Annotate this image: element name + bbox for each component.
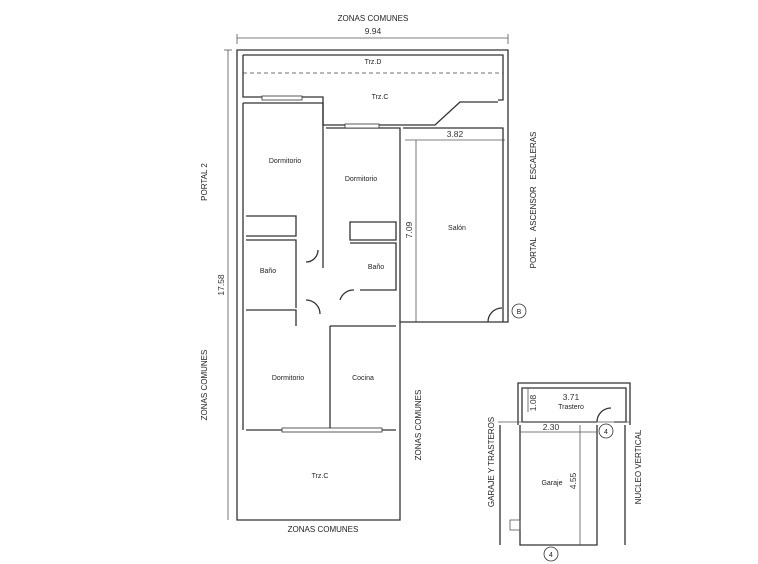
dimension-lines [224, 34, 509, 520]
marker-4-b: 4 [549, 552, 553, 559]
height-dimension: 17.58 [216, 274, 226, 296]
left-zone-label: ZONAS COMUNES [200, 350, 209, 421]
garage-plan [498, 382, 631, 546]
room-dormitorio-1: Dormitorio [269, 158, 301, 165]
trastero-depth: 1.08 [528, 394, 538, 411]
room-trz-c-top: Trz.C [372, 94, 389, 101]
room-cocina: Cocina [352, 375, 374, 382]
room-trz-d: Trz.D [365, 59, 382, 66]
room-bano-2: Baño [368, 264, 384, 271]
trastero-width: 3.71 [563, 392, 580, 402]
bottom-zone-label: ZONAS COMUNES [288, 525, 359, 534]
top-zone-label: ZONAS COMUNES [338, 14, 409, 23]
room-garaje: Garaje [541, 480, 562, 487]
garage-length: 4.55 [568, 472, 578, 489]
width-dimension: 9.94 [365, 26, 382, 36]
room-trz-c-bottom: Trz.C [312, 473, 329, 480]
portal-ascensor-label: PORTAL ASCENSOR ESCALERAS [529, 132, 538, 269]
room-trastero: Trastero [558, 404, 584, 411]
salon-width-dimension: 3.82 [447, 129, 464, 139]
marker-b-circle [511, 303, 527, 319]
room-dormitorio-3: Dormitorio [272, 375, 304, 382]
apartment-walls [236, 49, 509, 521]
room-salon: Salón [448, 225, 466, 232]
garage-side-label: GARAJE Y TRASTEROS [487, 417, 496, 507]
garage-width: 2.30 [543, 422, 560, 432]
marker-4-circle [543, 546, 559, 562]
portal-2-label: PORTAL 2 [200, 163, 209, 201]
room-bano-1: Baño [260, 268, 276, 275]
marker-b: B [517, 309, 522, 316]
salon-height-dimension: 7.09 [404, 221, 414, 238]
marker-4-a: 4 [604, 429, 608, 436]
room-dormitorio-2: Dormitorio [345, 176, 377, 183]
marker-4-circle [598, 423, 614, 439]
inner-zone-label: ZONAS COMUNES [414, 390, 423, 461]
nucleo-vertical-label: NUCLEO VERTICAL [634, 429, 643, 504]
